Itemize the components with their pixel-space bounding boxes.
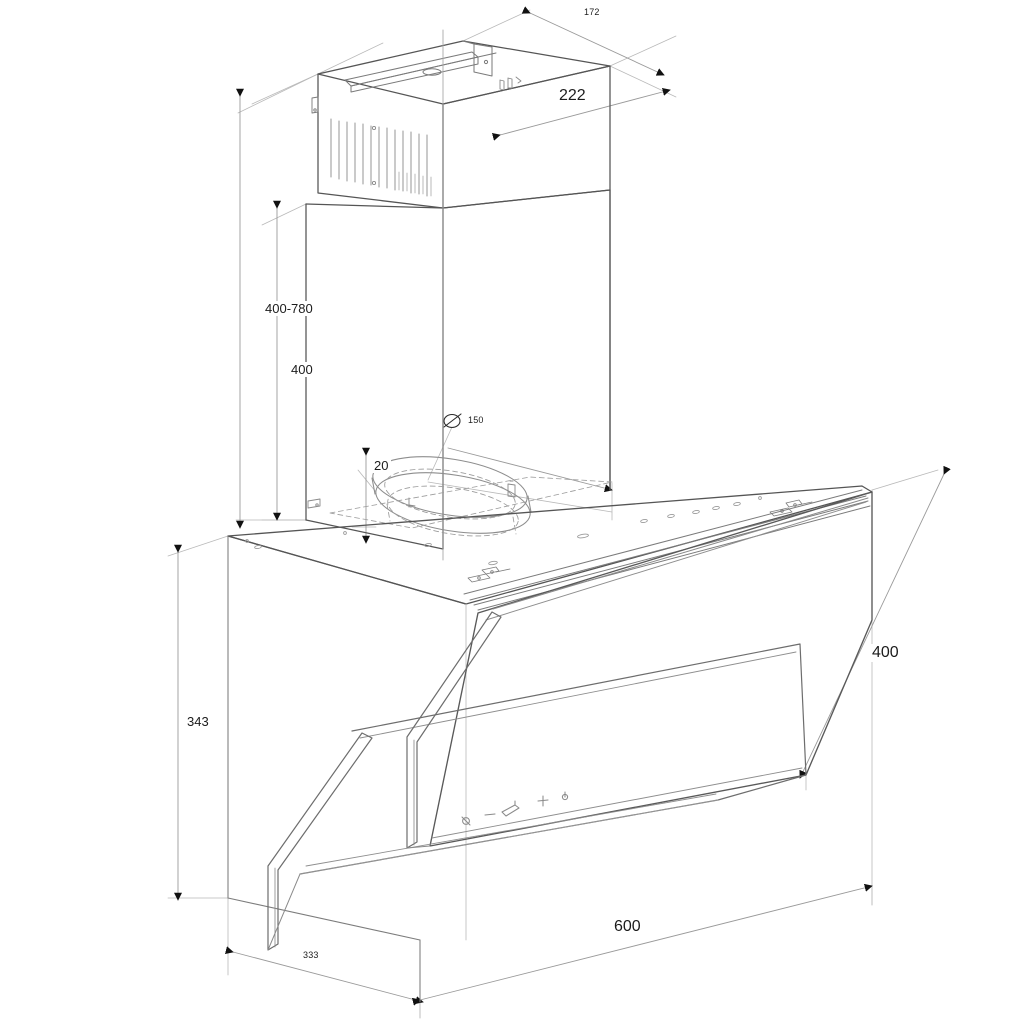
chimney-mount-rail	[344, 40, 497, 93]
minus-icon	[484, 813, 496, 816]
dimension-label-chimney-height-400: 400	[288, 362, 316, 377]
side-profile-arm-lower	[267, 732, 373, 951]
glass-panel-bevel	[431, 501, 867, 839]
dimension-label-outlet-collar-20: 20	[371, 458, 392, 473]
dimension-lines	[173, 6, 951, 1006]
ventilation-louvres	[330, 118, 428, 197]
hinge-rail	[463, 489, 871, 611]
dimension-label-body-width-600: 600	[611, 918, 644, 936]
light-icon	[461, 816, 471, 826]
side-profile-arm-inner	[274, 739, 415, 948]
hood-body-back	[227, 535, 421, 1003]
power-icon	[561, 791, 569, 801]
top-plate-holes	[245, 496, 762, 566]
dimension-label-chimney-adjustable-height: 400-780	[262, 301, 316, 316]
chimney-lower-clip	[307, 498, 321, 509]
chimney-clip	[311, 96, 319, 114]
diameter-symbol-icon	[443, 413, 462, 429]
hood-top-plate	[227, 485, 873, 605]
outlet-latch-secondary	[408, 497, 416, 508]
telescopic-chimney	[305, 189, 611, 550]
dimension-label-outlet-diameter-150: 150	[465, 415, 487, 426]
dimension-label-glass-slant-400: 400	[869, 644, 902, 662]
air-outlet-collar	[371, 456, 532, 534]
dimension-label-chimney-width-222: 222	[556, 87, 589, 105]
glass-lower-bevel	[305, 651, 797, 867]
hinge-hardware-left	[467, 566, 511, 583]
upper-chimney	[317, 40, 611, 209]
plus-icon	[537, 795, 549, 807]
dimension-label-chimney-depth-172: 172	[581, 7, 603, 18]
dimension-label-body-depth-333: 333	[300, 950, 322, 961]
display-icon	[501, 800, 520, 817]
bracket-tabs	[499, 76, 522, 91]
glass-upper-edge	[492, 497, 869, 610]
glass-bottom-return	[267, 845, 431, 951]
hinge-hardware-right	[769, 499, 813, 517]
extension-lines	[167, 9, 939, 1019]
glass-bottom-trim	[299, 799, 719, 875]
control-panel-group	[461, 791, 569, 826]
side-profile-arm-upper	[406, 611, 502, 849]
outlet-latch	[507, 480, 516, 498]
dimension-label-body-height-343: 343	[184, 714, 212, 729]
glass-lower-panel	[299, 643, 807, 875]
louvre-tips	[398, 171, 432, 197]
glass-front-panel	[429, 491, 873, 847]
chimney-base-footprint	[329, 476, 613, 529]
